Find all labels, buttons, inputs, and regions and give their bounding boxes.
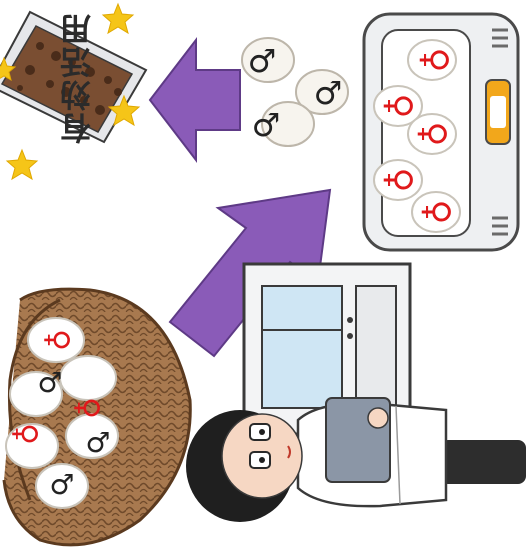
feed-box bbox=[0, 10, 148, 144]
female-symbol: ♀ bbox=[413, 122, 453, 147]
female-symbol: ♀ bbox=[379, 168, 419, 193]
female-symbol: ♀ bbox=[8, 423, 43, 445]
female-symbol: ♀ bbox=[415, 48, 455, 73]
male-symbol: ♂ bbox=[49, 468, 74, 501]
scientist-figure bbox=[186, 397, 526, 522]
female-symbol: ♀ bbox=[379, 94, 419, 119]
sparkle-star-icons bbox=[0, 2, 141, 181]
male-symbol: ♂ bbox=[314, 74, 343, 112]
star-icon bbox=[0, 56, 17, 82]
vent-lines bbox=[492, 28, 508, 236]
female-symbol: ♀ bbox=[40, 329, 75, 351]
male-eggs-group bbox=[241, 37, 349, 147]
male-symbol: ♂ bbox=[252, 106, 281, 144]
star-icon bbox=[107, 94, 141, 127]
caption-effective-use: 有効活用 bbox=[61, 12, 97, 144]
male-symbol: ♂ bbox=[37, 366, 62, 399]
star-icon bbox=[101, 2, 135, 35]
star-icon bbox=[5, 148, 39, 181]
incubator bbox=[362, 12, 520, 252]
arrow-to-feed bbox=[148, 37, 241, 163]
male-symbol: ♂ bbox=[85, 426, 110, 459]
incubator-eggs bbox=[373, 39, 461, 233]
basket-eggs bbox=[5, 317, 119, 509]
female-symbol: ♀ bbox=[417, 200, 457, 225]
egg-basket bbox=[2, 287, 192, 547]
male-symbol: ♂ bbox=[248, 42, 277, 80]
female-symbol: ♀ bbox=[70, 397, 105, 419]
